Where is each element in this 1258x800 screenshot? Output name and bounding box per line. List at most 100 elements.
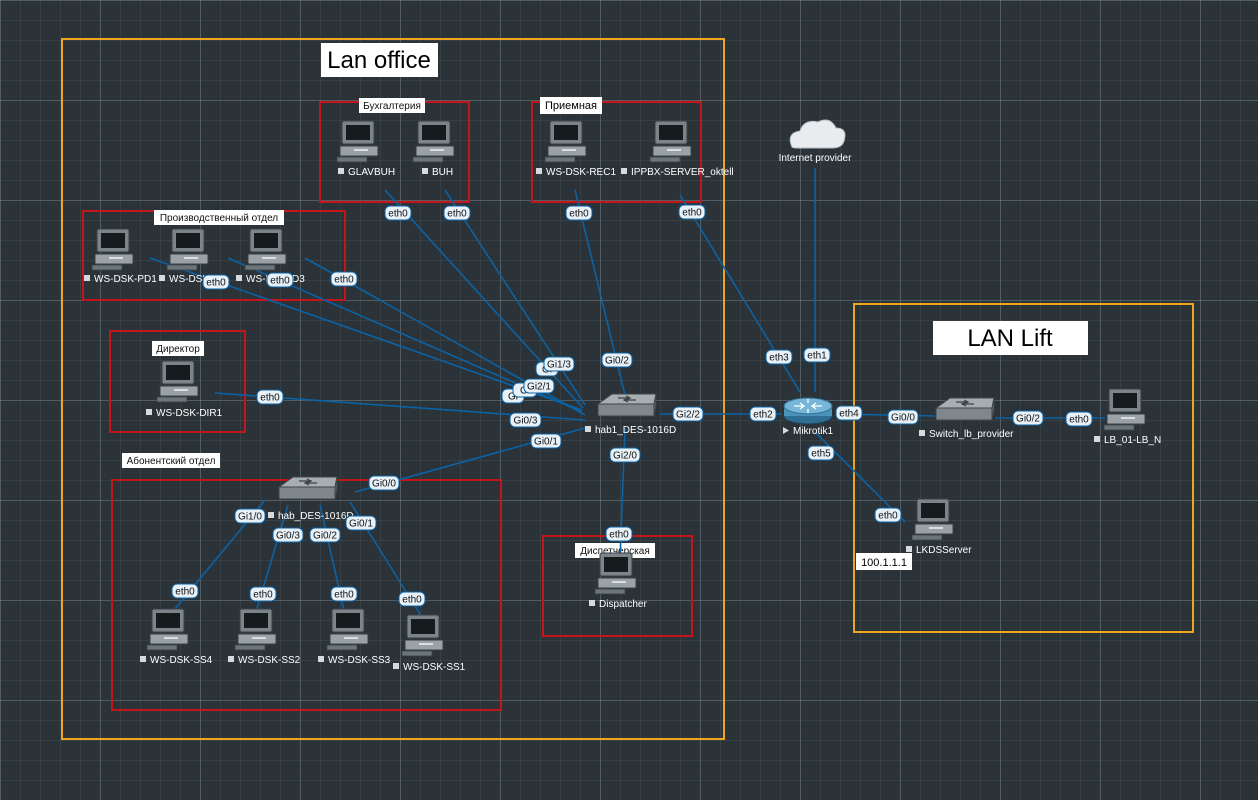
ss2-pc-icon[interactable] xyxy=(234,608,277,651)
if-pd3-eth0[interactable]: eth0 xyxy=(334,275,354,286)
ippbx-label: IPPBX-SERVER_oktell xyxy=(631,167,734,178)
if-lkds-eth0[interactable]: eth0 xyxy=(878,511,898,522)
if-hab2-gi1-0[interactable]: Gi1/0 xyxy=(238,512,262,523)
director-title: Директор xyxy=(156,344,200,355)
internet-label: Internet provider xyxy=(779,153,852,164)
if-pd1-eth0[interactable]: eth0 xyxy=(206,278,226,289)
if-mikrotik-eth5[interactable]: eth5 xyxy=(811,449,831,460)
if-hab1-gi0-2[interactable]: Gi0/2 xyxy=(605,356,629,367)
switch-lb-provider-icon[interactable] xyxy=(935,397,995,421)
pd2-pc-icon[interactable] xyxy=(166,228,209,271)
if-ss2-eth0[interactable]: eth0 xyxy=(253,590,273,601)
status-dot xyxy=(536,168,542,174)
lan-lift-title: LAN Lift xyxy=(967,325,1053,352)
pd1-pc-icon[interactable] xyxy=(91,228,134,271)
group-lan-lift[interactable] xyxy=(853,303,1194,633)
if-switch-gi0-0[interactable]: Gi0/0 xyxy=(891,413,915,424)
status-dot xyxy=(338,168,344,174)
pd3-pc-icon[interactable] xyxy=(244,228,287,271)
if-mikrotik-eth1[interactable]: eth1 xyxy=(807,351,827,362)
if-hab1-gi2-1[interactable]: Gi2/1 xyxy=(527,382,551,393)
director-title-bg xyxy=(152,341,204,356)
link-buh-hab1[interactable] xyxy=(444,189,586,406)
if-mikrotik-eth2[interactable]: eth2 xyxy=(753,410,773,421)
if-ippbx-eth0[interactable]: eth0 xyxy=(682,208,702,219)
lan-office-title: Lan office xyxy=(327,47,431,74)
ss3-label: WS-DSK-SS3 xyxy=(328,655,391,666)
if-hab2-gi0-3[interactable]: Gi0/3 xyxy=(276,531,300,542)
ss4-label: WS-DSK-SS4 xyxy=(150,655,213,666)
if-hab1-gi2-0[interactable]: Gi2/0 xyxy=(613,451,637,462)
buh-title-bg xyxy=(359,98,425,113)
production-title: Производственный отдел xyxy=(160,213,278,224)
pd1-label: WS-DSK-PD1 xyxy=(94,274,157,285)
if-hab1-gi0-1[interactable]: Gi0/1 xyxy=(534,437,558,448)
status-dot xyxy=(919,430,925,436)
status-dot xyxy=(393,663,399,669)
hab2-switch-icon[interactable] xyxy=(278,476,338,500)
if-glavbuh-eth0[interactable]: eth0 xyxy=(388,209,408,220)
play-icon xyxy=(783,427,789,434)
status-dot xyxy=(268,512,274,518)
if-hab2-gi0-2[interactable]: Gi0/2 xyxy=(313,531,337,542)
production-title-bg xyxy=(154,210,284,225)
lan-lift-title-bg xyxy=(933,321,1088,355)
lan-office-title-bg xyxy=(321,43,438,77)
ippbx-server-icon[interactable] xyxy=(649,120,692,163)
if-rec1-eth0[interactable]: eth0 xyxy=(569,209,589,220)
mikrotik-router-icon[interactable] xyxy=(783,397,833,425)
ss3-pc-icon[interactable] xyxy=(326,608,369,651)
ss1-pc-icon[interactable] xyxy=(401,614,444,657)
glavbuh-label: GLAVBUH xyxy=(348,167,395,178)
status-dot xyxy=(1094,436,1100,442)
group-reception[interactable] xyxy=(531,101,702,203)
glavbuh-pc-icon[interactable] xyxy=(336,120,379,163)
if-mikrotik-eth3[interactable]: eth3 xyxy=(769,353,789,364)
lb01-label: LB_01-LB_N xyxy=(1104,435,1161,446)
pd3-label-tail: D3 xyxy=(292,274,305,285)
if-lb01-eth0[interactable]: eth0 xyxy=(1069,415,1089,426)
if-dispatcher-eth0[interactable]: eth0 xyxy=(609,530,629,541)
group-lan-office[interactable] xyxy=(61,38,725,740)
status-dot xyxy=(146,409,152,415)
if-mikrotik-eth4[interactable]: eth4 xyxy=(839,409,859,420)
lkds-ip-bg xyxy=(856,553,912,570)
if-hab1-gi2-2[interactable]: Gi2/2 xyxy=(676,410,700,421)
rec1-pc-icon[interactable] xyxy=(544,120,587,163)
status-dot xyxy=(84,275,90,281)
dir1-pc-icon[interactable] xyxy=(156,360,199,403)
if-hab2-gi0-1[interactable]: Gi0/1 xyxy=(349,519,373,530)
if-buh-eth0[interactable]: eth0 xyxy=(447,209,467,220)
if-dir1-eth0[interactable]: eth0 xyxy=(260,393,280,404)
status-dot xyxy=(140,656,146,662)
if-ss1-eth0[interactable]: eth0 xyxy=(402,595,422,606)
group-director[interactable] xyxy=(109,330,246,433)
status-dot xyxy=(422,168,428,174)
lkds-server-icon[interactable] xyxy=(911,498,954,541)
if-hab2-gi0-0[interactable]: Gi0/0 xyxy=(372,479,396,490)
mikrotik-label: Mikrotik1 xyxy=(793,426,833,437)
pd2-label: WS-DSK xyxy=(169,274,209,285)
status-dot xyxy=(228,656,234,662)
if-ss3-eth0[interactable]: eth0 xyxy=(334,590,354,601)
cloud-icon[interactable] xyxy=(789,119,846,149)
dispatcher-pc-icon[interactable] xyxy=(594,552,637,595)
if-hab1-gi0-3[interactable]: Gi0/3 xyxy=(514,416,538,427)
if-switch-gi0-2[interactable]: Gi0/2 xyxy=(1016,414,1040,425)
buh-label: BUH xyxy=(432,167,453,178)
if-ss4-eth0[interactable]: eth0 xyxy=(175,587,195,598)
status-dot xyxy=(318,656,324,662)
ss4-pc-icon[interactable] xyxy=(146,608,189,651)
rec1-label: WS-DSK-REC1 xyxy=(546,167,616,178)
if-pd2-eth0[interactable]: eth0 xyxy=(270,276,290,287)
status-dot xyxy=(589,600,595,606)
lkds-label: LKDSServer xyxy=(916,545,972,556)
hab1-switch-icon[interactable] xyxy=(597,393,657,417)
lb01-pc-icon[interactable] xyxy=(1103,388,1146,431)
if-hab1-gi-partial-a[interactable]: Gi xyxy=(508,392,518,403)
status-dot xyxy=(236,275,242,281)
buh-pc-icon[interactable] xyxy=(412,120,455,163)
if-hab1-gi1-3[interactable]: Gi1/3 xyxy=(547,360,571,371)
ss2-label: WS-DSK-SS2 xyxy=(238,655,301,666)
dispatch-title: Диспетчерская xyxy=(580,546,650,557)
